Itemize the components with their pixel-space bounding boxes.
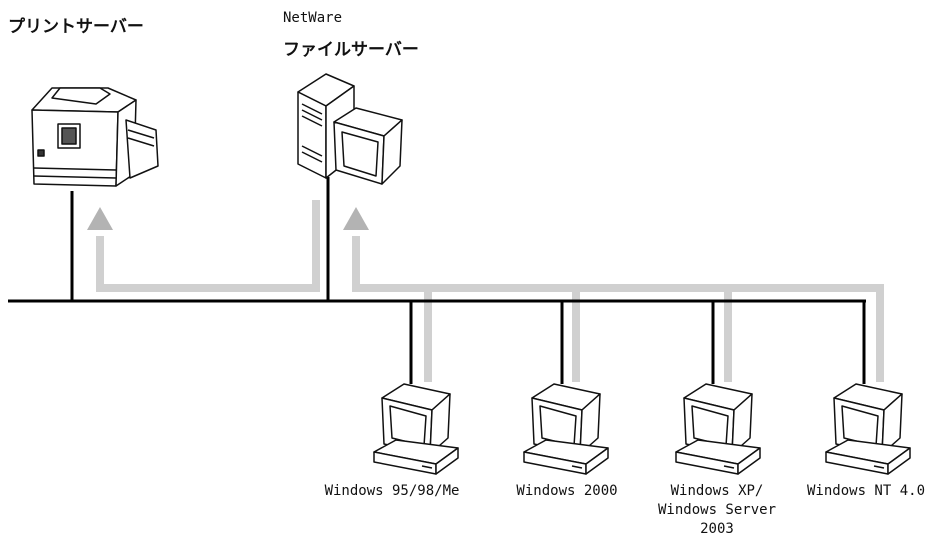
- flow-path-clients-to-file: [352, 236, 884, 382]
- network-lines: [8, 177, 866, 384]
- client-label-2-line: Windows 2000: [516, 483, 618, 499]
- printer-icon: [31, 87, 159, 187]
- client-label-4-line: Windows NT 4.0: [806, 483, 926, 499]
- file-server-label-line2: ファイルサーバー: [283, 40, 419, 60]
- workstation-icon: [825, 383, 911, 475]
- flow-arrowhead-print: [87, 207, 113, 230]
- client-label-3-line-1: Windows XP/: [670, 483, 764, 499]
- client-label-3-line-3: 2003: [700, 521, 734, 537]
- client-icons: [373, 383, 911, 475]
- workstation-icon: [523, 383, 609, 475]
- client-label-3: Windows XP/ Windows Server 2003: [658, 482, 776, 539]
- file-server-label-line1: NetWare: [283, 10, 343, 26]
- flow-arrowhead-file: [343, 207, 369, 230]
- client-label-4: Windows NT 4.0: [807, 482, 925, 501]
- workstation-icon: [373, 383, 459, 475]
- file-server-icon: [297, 73, 403, 185]
- flow-arrows: [96, 200, 884, 382]
- flow-path-file-to-print: [96, 200, 320, 292]
- client-label-1: Windows 95/98/Me: [325, 482, 460, 501]
- client-label-1-line: Windows 95/98/Me: [324, 483, 460, 499]
- workstation-icon: [675, 383, 761, 475]
- client-label-3-line-2: Windows Server: [657, 502, 777, 518]
- client-label-2: Windows 2000: [516, 482, 617, 501]
- print-server-label: プリントサーバー: [8, 17, 144, 37]
